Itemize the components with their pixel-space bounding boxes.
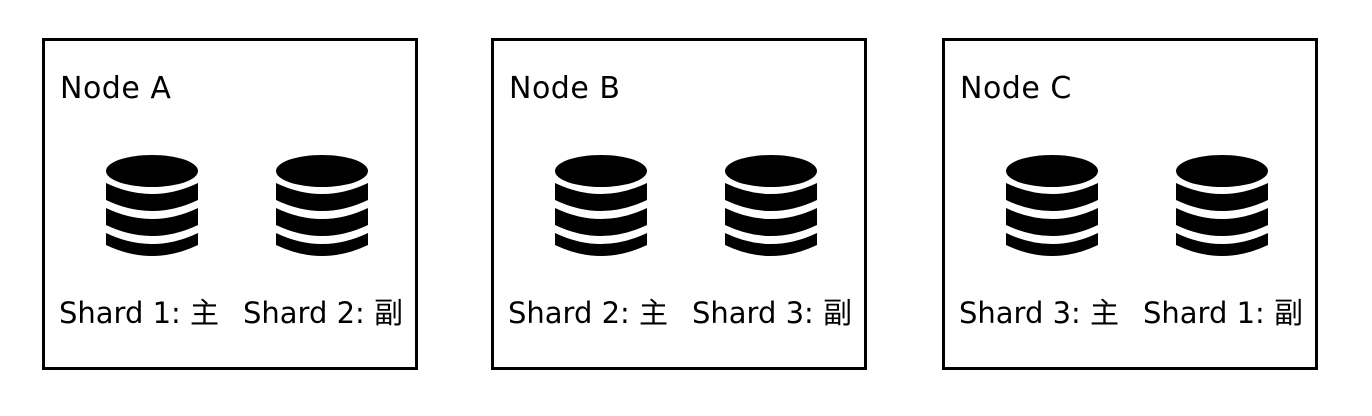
node-c-box: Node C Shard 3: 主 Shard 1: 副 — [942, 38, 1318, 370]
node-b-shard-primary-label: Shard 2: 主 — [508, 296, 669, 330]
node-a-shard-replica-label: Shard 2: 副 — [243, 296, 404, 330]
node-a-box: Node A Shard 1: 主 Shard 2: 副 — [42, 38, 418, 370]
node-b-shard-replica-label: Shard 3: 副 — [692, 296, 853, 330]
node-a-shard-primary-label: Shard 1: 主 — [59, 296, 220, 330]
database-icon — [555, 155, 647, 256]
database-icon — [1006, 155, 1098, 256]
database-icon — [725, 155, 817, 256]
node-b-box: Node B Shard 2: 主 Shard 3: 副 — [491, 38, 867, 370]
database-icon — [106, 155, 198, 256]
database-icon — [276, 155, 368, 256]
node-a-title: Node A — [60, 71, 172, 106]
node-c-title: Node C — [960, 71, 1072, 106]
node-c-shard-primary-label: Shard 3: 主 — [959, 296, 1120, 330]
node-c-shard-replica-label: Shard 1: 副 — [1143, 296, 1304, 330]
node-b-title: Node B — [509, 71, 621, 106]
database-icon — [1176, 155, 1268, 256]
